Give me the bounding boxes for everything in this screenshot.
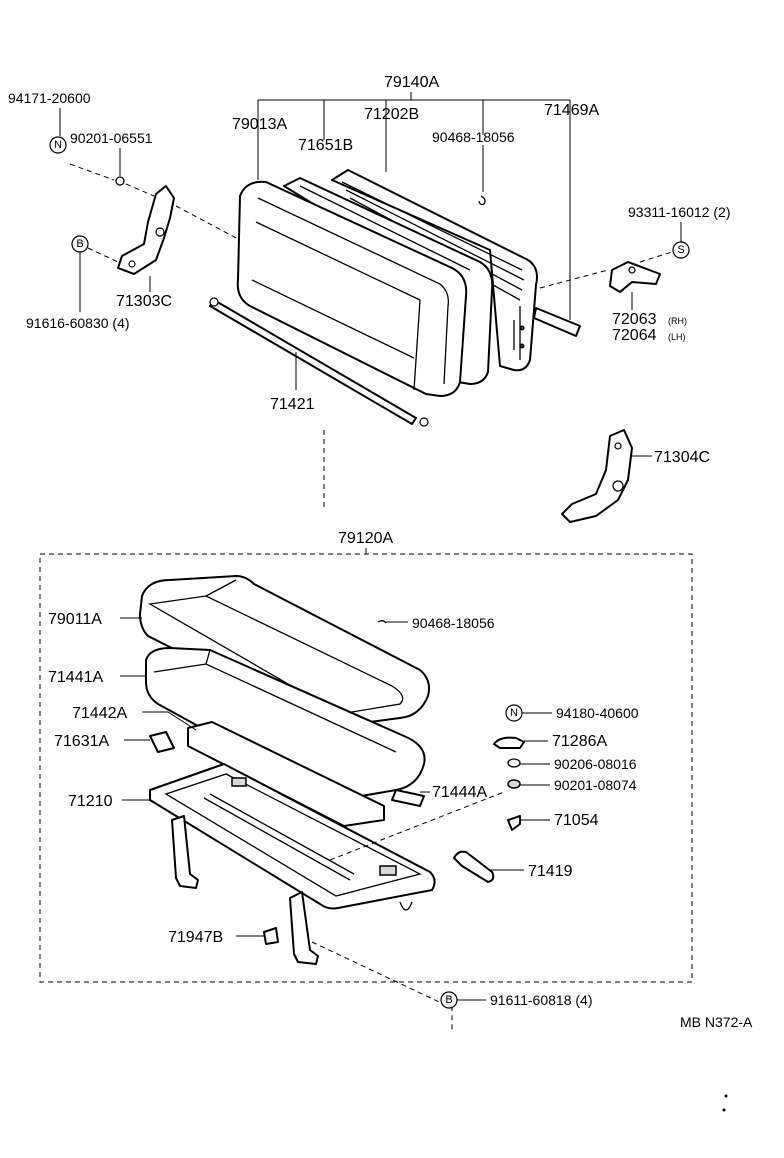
cover-seams [251, 221, 421, 391]
label-72063: 72063 [612, 311, 657, 328]
label-71421: 71421 [270, 396, 315, 413]
label-94180-40600: 94180-40600 [556, 705, 639, 721]
seat-assembly-group: 79120A [39, 530, 693, 1030]
part-90468-clip-top [478, 195, 486, 206]
part-71442a-seat-board [187, 721, 385, 827]
symbol-b-top-text: B [76, 238, 83, 250]
label-71419: 71419 [528, 863, 573, 880]
label-71469a: 71469A [544, 102, 599, 119]
frame-mount-left [231, 777, 247, 787]
label-ref-code: MB N372-A [680, 1014, 753, 1030]
part-79011a-seat-cover [139, 575, 430, 728]
label-71651b: 71651B [298, 137, 353, 154]
part-71631a-clip [149, 731, 175, 753]
seat-frame-leg-right [289, 891, 319, 965]
dash-bolt-line [87, 247, 119, 263]
bar-end-right [419, 417, 429, 427]
label-90206-08016: 90206-08016 [554, 756, 637, 772]
symbol-n-top-text: N [54, 139, 62, 151]
part-71286a-lever [493, 736, 525, 749]
part-90201-washer-top [115, 176, 125, 186]
pad-edge [299, 185, 471, 271]
label-71947b: 71947B [168, 929, 223, 946]
label-91616-60830: 91616-60830 (4) [26, 315, 130, 331]
label-72064: 72064 [612, 327, 657, 344]
lower-hinge-bolt [612, 480, 624, 492]
bar-end-left [209, 297, 219, 307]
hinge-bolt [155, 227, 165, 237]
lower-hinge-hole [614, 442, 622, 450]
label-71441a: 71441A [48, 669, 103, 686]
label-79011a: 79011A [48, 611, 102, 628]
part-71444a-pad-strip [391, 789, 425, 807]
part-71441a-seat-pad [145, 647, 426, 800]
label-90468-18056-bottom: 90468-18056 [412, 615, 495, 631]
label-71442a: 71442A [72, 705, 127, 722]
dash-nut-line [69, 163, 155, 197]
seat-assembly-boundary [39, 553, 693, 983]
seat-pad-edge [153, 649, 397, 753]
seat-frame-inner [164, 773, 422, 897]
part-71469a-rod [533, 307, 581, 337]
seat-cover-seam [205, 579, 237, 597]
seat-frame-leg-left [171, 815, 199, 889]
part-90201-washer-bottom [507, 779, 521, 789]
symbol-b-bottom-text: B [445, 994, 452, 1006]
label-79120a: 79120A [338, 530, 393, 547]
part-71303c-left-hinge [117, 185, 175, 275]
label-93311-16012: 93311-16012 (2) [628, 204, 730, 220]
part-71947b-cap [263, 927, 279, 945]
label-90201-08074: 90201-08074 [554, 777, 637, 793]
label-72063-rh: (RH) [668, 316, 687, 326]
label-71286a: 71286A [552, 733, 607, 750]
symbol-n-bottom-text: N [510, 707, 518, 719]
part-90206-washer [507, 758, 521, 768]
frame-mount-right [379, 865, 397, 876]
frame-ribs [341, 181, 525, 301]
dash-frame-link [329, 791, 505, 861]
frame-hole [519, 325, 525, 331]
label-71444a: 71444A [432, 784, 487, 801]
label-90468-18056-top: 90468-18056 [432, 129, 515, 145]
symbol-s-top-text: S [677, 244, 684, 256]
leader-71442a [142, 711, 197, 731]
label-71303c: 71303C [116, 293, 172, 310]
label-71202b: 71202B [364, 106, 419, 123]
part-71202b-back-frame [331, 169, 538, 372]
part-72063-right-hinge [609, 261, 661, 293]
hinge-hole-right [628, 266, 636, 274]
seat-cover-panel [148, 595, 404, 715]
label-71210: 71210 [68, 793, 113, 810]
assembly-bracket-79140a [257, 92, 571, 180]
label-94171-20600: 94171-20600 [8, 90, 91, 106]
frame-hole [519, 343, 525, 349]
label-72064-lh: (LH) [668, 332, 686, 342]
seat-frame-leg-hook [399, 901, 413, 911]
dash-bolt-91611 [311, 941, 453, 1030]
part-71419-tube [453, 850, 495, 883]
dash-right-hinge [539, 251, 673, 289]
label-71304c: 71304C [654, 449, 710, 466]
symbol-n-top [49, 136, 67, 154]
scan-speck [724, 1094, 728, 1098]
part-71054-pin [507, 815, 521, 831]
label-90201-06551: 90201-06551 [70, 130, 153, 146]
label-71054: 71054 [554, 812, 599, 829]
label-71631a: 71631A [54, 733, 109, 750]
label-79013a: 79013A [232, 116, 287, 133]
seat-frame-rail [203, 793, 355, 881]
dash-hinge-to-back [175, 205, 241, 241]
backrest-assembly-group: 79140A [49, 74, 690, 523]
cover-inner-edge [257, 197, 449, 385]
label-79140a: 79140A [384, 74, 439, 91]
frame-edge [513, 306, 521, 360]
part-71304c-lower-hinge [561, 429, 633, 523]
part-79013a-back-cover [236, 180, 468, 397]
hinge-hole [128, 260, 136, 268]
part-90468-clip-bottom [377, 620, 387, 624]
label-91611-60818: 91611-60818 (4) [490, 992, 592, 1008]
scan-speck [722, 1108, 726, 1112]
